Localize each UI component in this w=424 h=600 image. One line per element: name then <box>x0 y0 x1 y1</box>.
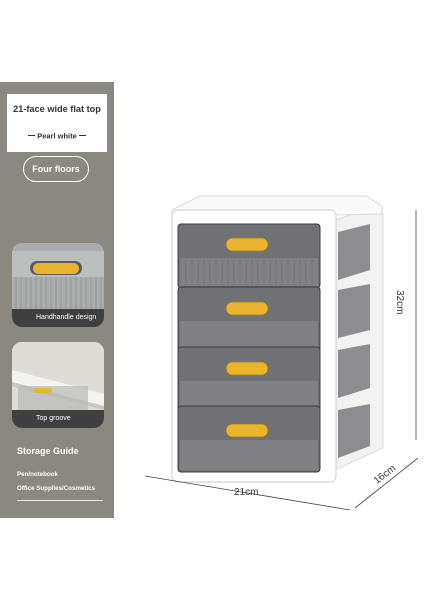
width-dimension-line <box>144 475 351 511</box>
handle-detail-image: Handhandle design <box>12 243 104 327</box>
drawer-1 <box>177 223 321 289</box>
groove-caption: Top groove <box>12 410 104 428</box>
floors-badge: Four floors <box>23 156 89 182</box>
header-card: 21-face wide flat top Pearl white <box>7 94 107 152</box>
guide-divider <box>17 500 103 501</box>
storage-guide-title: Storage Guide <box>17 446 79 456</box>
height-label: 32cm <box>394 290 405 315</box>
width-label: 21cm <box>234 487 259 498</box>
side-openings <box>338 224 370 458</box>
handle-caption: Handhandle design <box>12 309 104 327</box>
drawer-4 <box>177 405 321 473</box>
color-name: Pearl white <box>37 131 77 141</box>
drawer-3 <box>177 346 321 412</box>
color-subtitle: Pearl white <box>7 127 107 145</box>
guide-item-pen: Pen/notebook <box>17 471 58 478</box>
right-rule <box>78 135 86 137</box>
top-groove-image: Top groove <box>12 342 104 428</box>
product-title: 21-face wide flat top <box>13 104 101 114</box>
guide-item-office: Office Supplies/Cosmetics <box>17 485 96 492</box>
depth-dimension-line <box>354 457 419 509</box>
drawer-2 <box>177 286 321 352</box>
ribbed-texture <box>185 260 313 286</box>
left-rule <box>28 135 36 137</box>
